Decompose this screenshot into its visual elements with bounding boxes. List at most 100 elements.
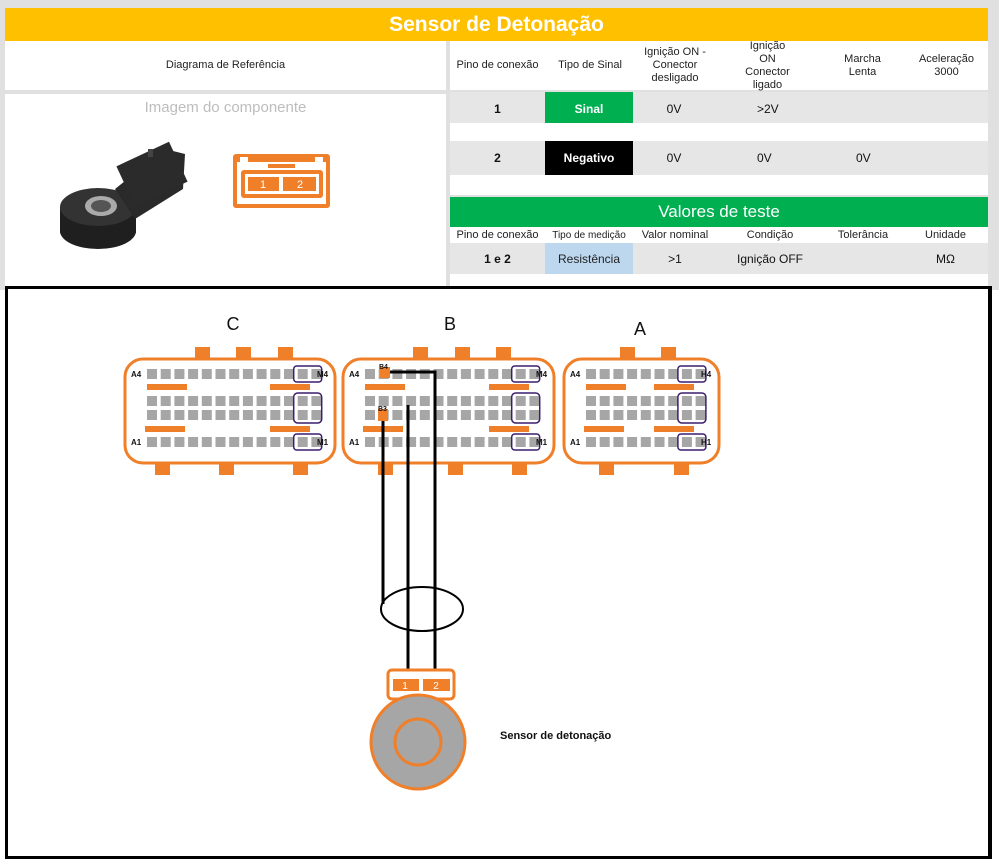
test-values-title: Valores de teste [450, 197, 988, 227]
pin-group-outline [677, 365, 707, 383]
connector-pin [695, 437, 706, 447]
connector-pin [460, 437, 471, 447]
tv-tolerance [823, 243, 903, 274]
pin-label-bottom-left: A1 [131, 438, 142, 447]
connector-key-bar [270, 384, 310, 390]
pin-group-outline [292, 365, 323, 383]
connector-pin [270, 396, 281, 406]
connector-pin [586, 410, 596, 420]
connector-pin [627, 396, 638, 406]
connector-pin [242, 410, 253, 420]
connector-pin [627, 369, 638, 379]
connector-pin [188, 410, 199, 420]
connector-pin [160, 396, 171, 406]
connector-pin [242, 396, 253, 406]
connector-pin [147, 410, 157, 420]
connector-tab [496, 347, 511, 360]
connector-pin [433, 410, 444, 420]
connector-pin [668, 410, 679, 420]
connector-pin [365, 410, 375, 420]
connector-pin [695, 369, 706, 379]
connector-pin [488, 410, 499, 420]
tv-col-pin: Pino de conexão [456, 229, 539, 241]
connector-pin [188, 437, 199, 447]
pin-label-top-right: M4 [317, 370, 329, 379]
page-title: Sensor de Detonação [5, 8, 988, 41]
pin-label-top-left: A4 [349, 370, 360, 379]
connector-pin [392, 396, 403, 406]
connector-pin [586, 369, 596, 379]
row-spacer [450, 123, 988, 141]
tv-condition: Ignição OFF [736, 251, 804, 266]
ign-on-disconnected-value: 0V [666, 151, 682, 165]
connector-key-bar [489, 384, 529, 390]
connector-pin [174, 437, 185, 447]
connector-pin [419, 396, 430, 406]
pin-b3 [378, 409, 388, 421]
connector-pin [147, 369, 157, 379]
connector-pin [599, 410, 610, 420]
idle-value: 0V [856, 151, 871, 165]
pin-label-bottom-right: M1 [536, 438, 548, 447]
connector-pin [654, 410, 665, 420]
connector-tab [413, 347, 428, 360]
connector-pin [668, 437, 679, 447]
connector-pin [147, 396, 157, 406]
connector-pin [229, 369, 240, 379]
tv-nominal: >1 [668, 251, 682, 266]
pin-group-outline [677, 433, 707, 451]
connector-pin [311, 437, 322, 447]
connector-key-bar [654, 426, 694, 432]
connector-key-bar [586, 384, 626, 390]
connector-pin [284, 410, 294, 420]
connector-pin [502, 396, 512, 406]
connector-pin [242, 437, 253, 447]
connector-pin [365, 396, 375, 406]
signal-type-badge: Sinal [545, 92, 633, 126]
pin-label-top-left: A4 [570, 370, 581, 379]
connector-key-bar [147, 384, 187, 390]
connector-pin [627, 410, 638, 420]
connector-pin [640, 396, 651, 406]
table-row: 2 Negativo 0V 0V 0V [450, 141, 988, 175]
connector-pin [201, 437, 212, 447]
connector-pin [640, 410, 651, 420]
connector-pin [654, 369, 665, 379]
connector-pin [654, 437, 665, 447]
connector-tab [448, 462, 463, 475]
row-spacer [450, 274, 988, 286]
sensor-pin-2-label: 2 [433, 681, 439, 692]
connector-pin [599, 396, 610, 406]
connector-pin [256, 396, 267, 406]
ign-on-disconnected-value: 0V [666, 102, 682, 116]
connector-pin [160, 410, 171, 420]
connector-pin [201, 410, 212, 420]
connector-key-bar [270, 426, 310, 432]
connector-pin [488, 396, 499, 406]
shield-loop-icon [380, 586, 464, 632]
connector-pin [460, 396, 471, 406]
col-header-signal-type: Tipo de Sinal [545, 41, 635, 90]
connector-pin [284, 437, 294, 447]
connector-pin [270, 437, 281, 447]
connector-pin [502, 437, 512, 447]
sensor-label: Sensor de detonação [500, 730, 612, 742]
component-caption: Imagem do componente [144, 99, 307, 116]
connector-pin [529, 437, 540, 447]
connector-key-bar [365, 384, 405, 390]
connector-pin [460, 369, 471, 379]
pinout-label-2: 2 [297, 179, 303, 191]
test-values-row: 1 e 2 Resistência >1 Ignição OFF MΩ [450, 243, 988, 274]
connector-pin [529, 369, 540, 379]
connector-c-label: C [227, 314, 240, 334]
connector-pin [447, 410, 458, 420]
pin-number: 2 [494, 151, 501, 165]
tv-col-condition: Condição [746, 229, 794, 241]
connector-pin [419, 410, 430, 420]
connector-pin [488, 437, 499, 447]
pin-b3-label: B3 [378, 406, 387, 413]
connector-pin [488, 369, 499, 379]
ign-on-connected-value: >2V [757, 102, 779, 116]
connector-pin [419, 437, 430, 447]
